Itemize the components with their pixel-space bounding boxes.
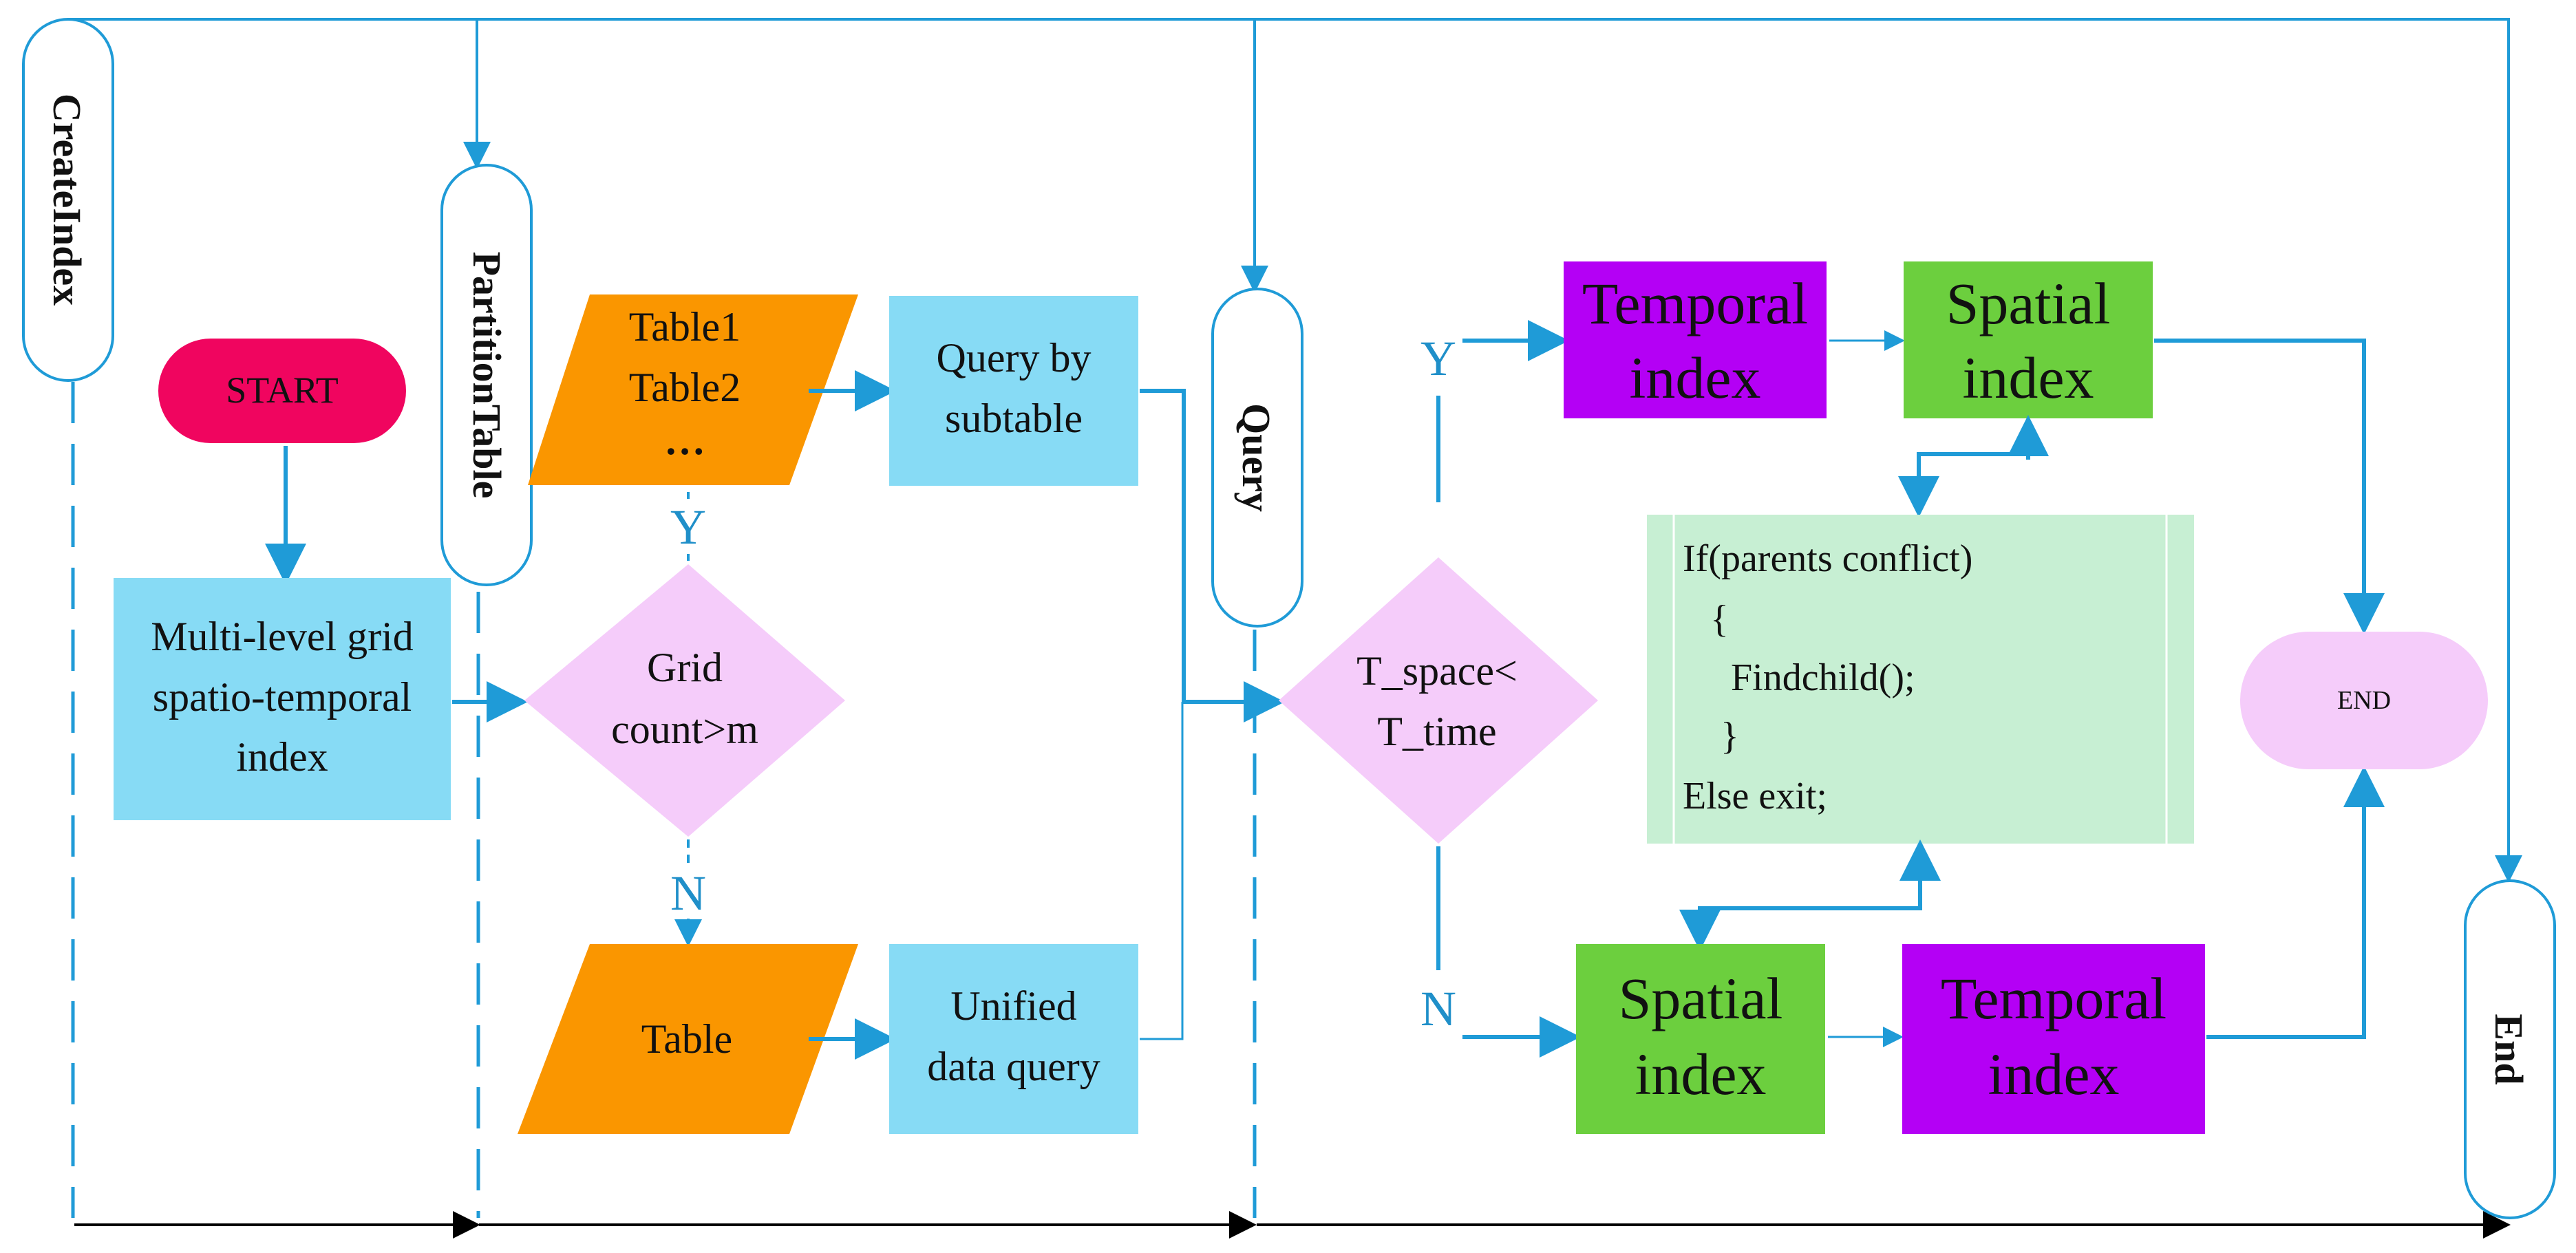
temporal-index-top-line2: index <box>1629 345 1760 411</box>
grid-decision-line2: count>m <box>611 707 758 752</box>
grid-decision: Grid count>m <box>524 564 845 837</box>
spatial-index-top-line1: Spatial <box>1946 270 2111 336</box>
space-time-line1: T_space< <box>1356 648 1518 694</box>
start-node: START <box>158 339 406 443</box>
end-connectors <box>2154 339 2385 1039</box>
lane-end: End <box>2464 879 2556 1219</box>
unified-query-line1: Unified <box>950 983 1076 1029</box>
lane-dividers <box>71 382 1257 1218</box>
conflict-code-line3: Findchild(); <box>1731 656 1915 699</box>
query-subtable-line2: subtable <box>945 396 1083 441</box>
conflict-code-line4: } <box>1721 715 1739 758</box>
multi-level-index-box: Multi-level grid spatio-temporal index <box>114 578 451 820</box>
spatial-index-bottom: Spatial index <box>1576 944 1825 1134</box>
lane-label-end: End <box>2487 1014 2531 1084</box>
end-label: END <box>2337 686 2391 715</box>
grid-yes-branch: Y <box>664 492 712 563</box>
multi-level-index-line2: spatio-temporal <box>153 674 412 720</box>
top-connector <box>67 18 2522 883</box>
space-time-decision: T_space< T_time <box>1279 557 1598 844</box>
conflict-code-line5: Else exit; <box>1683 775 1827 817</box>
conflict-code-line1: If(parents conflict) <box>1683 537 1972 580</box>
query-subtable-box: Query by subtable <box>889 296 1138 486</box>
code-to-spatial-bottom-connector <box>1679 839 1941 951</box>
spatial-index-bottom-line2: index <box>1635 1041 1766 1107</box>
temporal-index-top: Temporal index <box>1564 261 1827 418</box>
spatial-top-to-code-connector <box>1898 415 2049 517</box>
conflict-code-box: If(parents conflict) { Findchild(); } El… <box>1647 515 2194 844</box>
time-yes-branch: Y <box>1420 320 1569 502</box>
conflict-code-line2: { <box>1710 598 1729 641</box>
unified-query-box: Unified data query <box>889 944 1138 1134</box>
time-no-branch: N <box>1420 846 1581 1058</box>
lane-label-partitiontable: PartitionTable <box>465 252 509 499</box>
unified-query-line2: data query <box>927 1044 1100 1089</box>
spatial-index-top: Spatial index <box>1904 261 2153 418</box>
query-merge-connectors <box>1140 389 1285 1040</box>
multi-level-index-line1: Multi-level grid <box>151 614 414 659</box>
spatial-index-bottom-line1: Spatial <box>1619 965 1783 1031</box>
table-single-node: Table <box>518 944 858 1134</box>
grid-no-label: N <box>670 866 706 921</box>
temporal-index-bottom-line2: index <box>1988 1041 2119 1107</box>
table-single-label: Table <box>641 1016 732 1062</box>
tables-multi-line3: … <box>664 418 705 463</box>
lane-partitiontable: PartitionTable <box>440 164 533 586</box>
lane-createindex: CreateIndex <box>22 18 114 382</box>
query-subtable-line1: Query by <box>937 335 1092 381</box>
spatial-index-top-line2: index <box>1962 345 2094 411</box>
time-yes-label: Y <box>1420 331 1456 386</box>
temporal-index-bottom: Temporal index <box>1902 944 2205 1134</box>
tables-multi-node: Table1 Table2 … <box>528 294 858 485</box>
temporal-index-bottom-line1: Temporal <box>1941 965 2167 1031</box>
space-time-line2: T_time <box>1377 709 1496 754</box>
tables-multi-line1: Table1 <box>629 304 741 350</box>
lane-query: Query <box>1211 288 1303 628</box>
lane-label-query: Query <box>1234 403 1279 512</box>
lane-label-createindex: CreateIndex <box>45 94 89 306</box>
multi-level-index-line3: index <box>236 734 328 780</box>
grid-yes-label: Y <box>670 500 706 555</box>
time-no-label: N <box>1420 981 1456 1036</box>
end-node: END <box>2240 632 2488 769</box>
grid-decision-line1: Grid <box>647 645 723 690</box>
start-label: START <box>226 370 338 411</box>
grid-no-branch: N <box>664 839 712 947</box>
temporal-index-top-line1: Temporal <box>1582 270 1808 336</box>
tables-multi-line2: Table2 <box>629 365 741 410</box>
